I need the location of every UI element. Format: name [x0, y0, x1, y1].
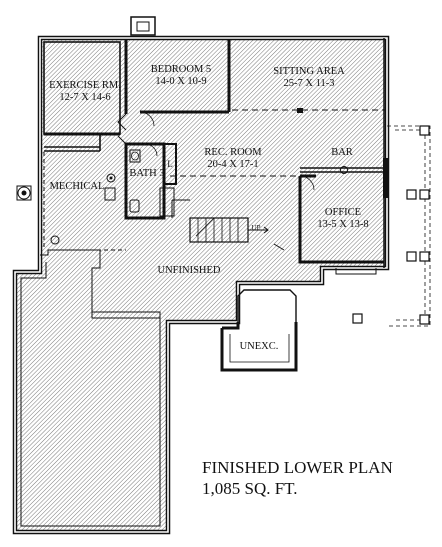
mechanical-name: MECHICAL: [50, 181, 105, 192]
office-dims: 13-5 X 13-8: [317, 219, 368, 230]
linen-label: L: [167, 159, 173, 169]
mechanical-equipment: [16, 152, 126, 251]
bedroom-walls: [117, 40, 231, 131]
sitting-area-boundary: [232, 108, 385, 113]
sitting-area-name: SITTING AREA: [273, 66, 345, 77]
bedroom-name: BEDROOM 5: [151, 64, 211, 75]
bar-counter: [300, 38, 388, 268]
office-name: OFFICE: [325, 207, 361, 218]
rec-room-dims: 20-4 X 17-1: [207, 159, 258, 170]
unexc-name: UNEXC.: [240, 341, 279, 352]
bedroom-dims: 14-0 X 10-9: [155, 76, 206, 87]
exercise-room-dims: 12-7 X 14-6: [59, 92, 110, 103]
stairs-up-label: UP: [252, 224, 261, 232]
rec-room-name: REC. ROOM: [204, 147, 262, 158]
unexc-area: [220, 289, 298, 372]
deck: [335, 125, 431, 327]
plan-title: FINISHED LOWER PLAN: [202, 458, 393, 477]
sitting-area-dims: 25-7 X 11-3: [284, 78, 335, 89]
unfinished-name: UNFINISHED: [158, 265, 221, 276]
exercise-room-walls: [43, 41, 121, 152]
bar-name: BAR: [331, 147, 353, 158]
chimney: [130, 16, 156, 36]
plan-area: 1,085 SQ. FT.: [202, 479, 298, 498]
stairs: [171, 199, 269, 243]
bath-name: BATH 3: [129, 168, 164, 179]
office-walls: [273, 174, 384, 264]
bath-walls: [117, 135, 177, 220]
exercise-room-name: EXERCISE RM.: [49, 80, 121, 91]
